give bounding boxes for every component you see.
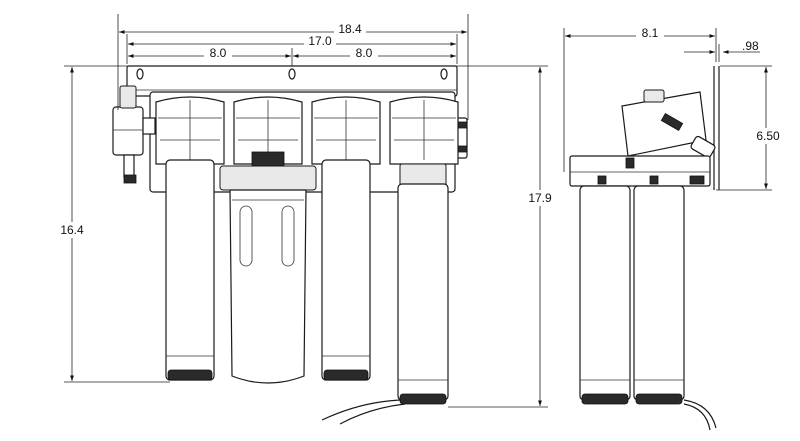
- dim-head-height: 6.50: [756, 129, 780, 143]
- keyhole-slot: [440, 68, 448, 80]
- dim-overall-height: 17.9: [528, 191, 552, 205]
- filter-head-4: [389, 96, 459, 165]
- keyhole-slot: [136, 68, 144, 80]
- side-cartridge-1: [579, 185, 631, 405]
- dim-overall-width: 18.4: [338, 22, 362, 36]
- side-filter-head: [621, 89, 716, 159]
- dim-bracket-offset: .98: [742, 39, 759, 53]
- keyhole-slot: [288, 68, 296, 80]
- filter-cartridge-3: [321, 159, 371, 381]
- side-tubing: [683, 399, 717, 429]
- side-bracket: [713, 66, 720, 190]
- filter-cartridge-1: [165, 159, 215, 381]
- dim-bracket-height: 16.4: [60, 223, 84, 237]
- dim-right-spacing: 8.0: [356, 46, 373, 60]
- dimension-lines: [64, 14, 772, 408]
- drain-tubing: [339, 403, 406, 425]
- filter-head-3: [311, 96, 381, 165]
- side-view: [569, 66, 720, 431]
- side-tubing: [683, 403, 711, 431]
- dim-mount-width: 17.0: [308, 34, 332, 48]
- drain-tubing: [321, 399, 401, 421]
- dim-side-depth: 8.1: [642, 26, 659, 40]
- membrane-cartridge: [397, 163, 449, 405]
- side-manifold: [569, 155, 711, 187]
- side-cartridge-2: [633, 185, 685, 405]
- inlet-valve: [112, 85, 156, 184]
- filter-head-2: [233, 96, 303, 165]
- filter-head-1: [155, 96, 225, 165]
- dim-left-spacing: 8.0: [210, 46, 227, 60]
- filter-housing: [219, 151, 317, 384]
- front-view: [112, 65, 468, 425]
